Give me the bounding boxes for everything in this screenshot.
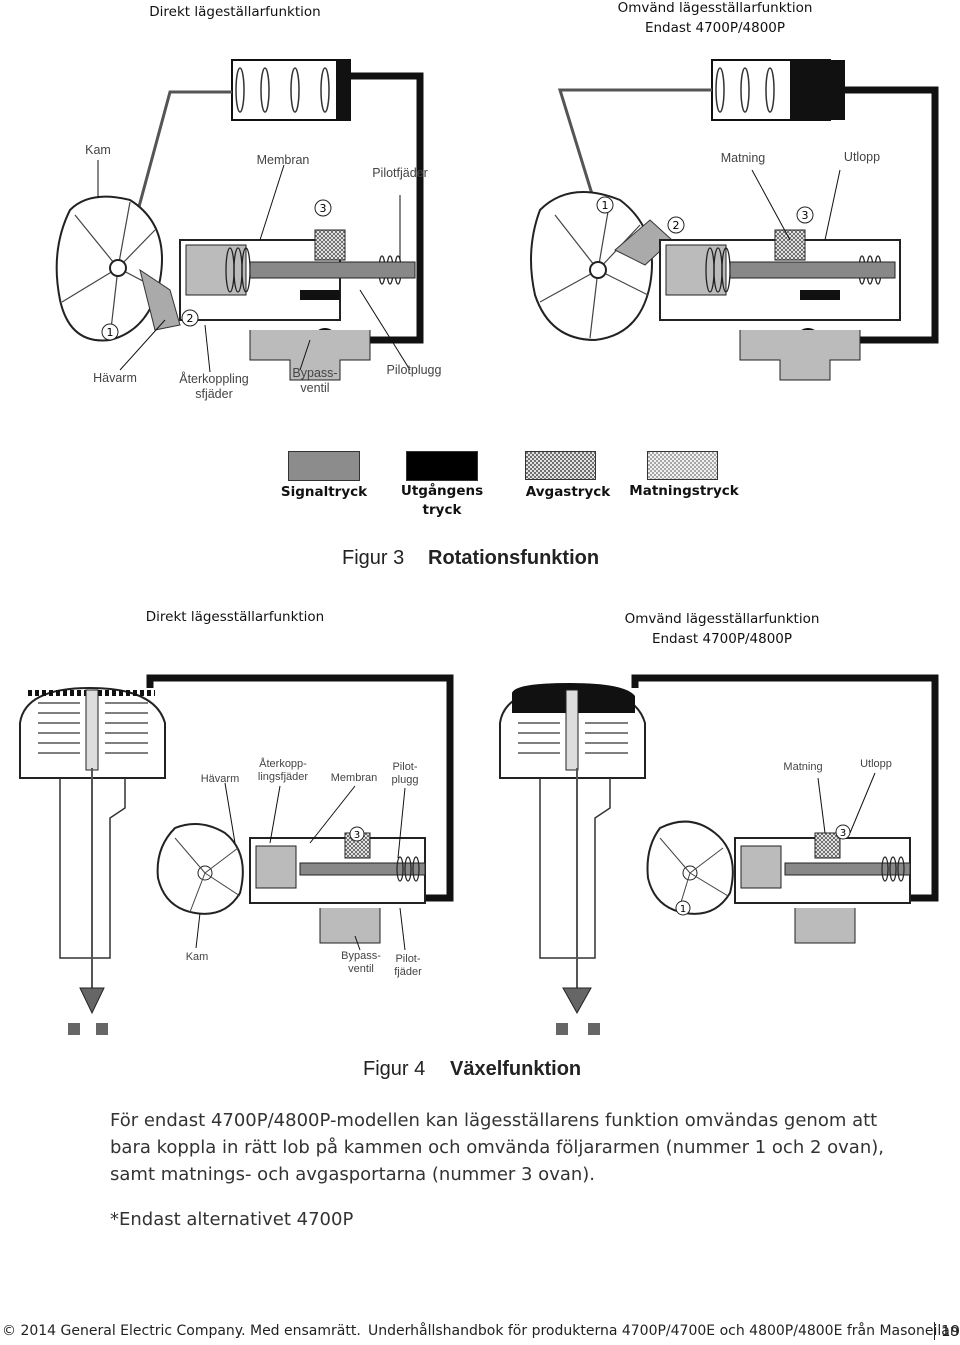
right-spring-end	[790, 60, 845, 120]
svg-text:2: 2	[187, 312, 194, 325]
fig3-label-havarm: Hävarm	[93, 371, 137, 385]
fig4-label-pilotfjader: Pilot- fjäder	[388, 953, 428, 979]
fig4-label-bypass: Bypass- ventil	[336, 950, 386, 976]
footer-divider	[934, 1322, 935, 1340]
footer-page-number: 19	[941, 1322, 960, 1340]
fig4-label-aterkopp: Återkopp- lingsfjäder	[250, 758, 316, 784]
fig3-right-header-line1: Omvänd lägesställarfunktion	[617, 0, 813, 16]
svg-text:3: 3	[320, 202, 327, 215]
legend-label-signal: Signaltryck	[280, 484, 368, 500]
fig4-diagram: 3 3 1	[19, 674, 939, 1035]
body-paragraph-line2: bara koppla in rätt lob på kammen och om…	[110, 1137, 884, 1158]
legend-swatch-supply	[647, 451, 718, 480]
fig4-label-aterkopp-l2: lingsfjäder	[257, 771, 309, 783]
svg-text:1: 1	[602, 199, 609, 212]
right4-cam	[646, 820, 734, 915]
legend-swatch-signal	[288, 451, 360, 481]
body-paragraph: För endast 4700P/4800P-modellen kan läge…	[110, 1107, 940, 1188]
body-paragraph-line3: samt matnings- och avgasportarna (nummer…	[110, 1164, 596, 1185]
fig4-label-kam: Kam	[185, 951, 209, 963]
fig4-label-bypass-l2: ventil	[348, 963, 374, 975]
svg-text:3: 3	[802, 209, 809, 222]
right-output-line	[820, 86, 939, 344]
fig3-caption-number: Figur 3	[342, 547, 405, 569]
body-note: *Endast alternativet 4700P	[110, 1209, 354, 1230]
svg-text:1: 1	[680, 904, 686, 915]
left-cam	[55, 195, 181, 342]
fig4-caption-title: Växelfunktion	[450, 1058, 582, 1080]
fig3-label-pilotplugg: Pilotplugg	[386, 363, 442, 377]
fig4-label-havarm: Hävarm	[200, 773, 240, 785]
fig3-right-header: Omvänd lägesställarfunktion Endast 4700P…	[590, 0, 840, 38]
fig3-label-aterkoppling: Återkoppling sfjäder	[168, 372, 260, 402]
right-actuator	[499, 683, 646, 1035]
svg-text:1: 1	[107, 326, 114, 339]
legend-swatch-output	[406, 451, 478, 481]
svg-text:2: 2	[673, 219, 680, 232]
fig4-right-header: Omvänd lägesställarfunktion Endast 4700P…	[597, 609, 847, 649]
num-circle	[314, 199, 332, 217]
fig3-right-header-line2: Endast 4700P/4800P	[644, 20, 786, 36]
fig3-label-bypass-l1: Bypass-	[292, 366, 338, 380]
fig4-label-pilotfjader-l2: fjäder	[394, 966, 422, 978]
footer-copyright: © 2014 General Electric Company. Med ens…	[2, 1323, 361, 1339]
left4-cam	[156, 823, 244, 915]
fig4-label-pilotplugg-l2: plugg	[391, 774, 419, 786]
fig4-label-pilotplugg: Pilot- plugg	[384, 761, 426, 787]
legend-label-output: Utgångens tryck	[392, 482, 492, 520]
fig4-right-header-line1: Omvänd lägesställarfunktion	[624, 611, 820, 627]
fig3-label-aterkoppling-l2: sfjäder	[195, 387, 233, 401]
fig3-label-matning: Matning	[720, 151, 766, 165]
fig3-label-kam: Kam	[85, 143, 111, 157]
fig4-label-membran: Membran	[330, 772, 378, 784]
fig4-label-pilotplugg-l1: Pilot-	[392, 761, 418, 773]
legend-label-exhaust: Avgastryck	[525, 484, 611, 500]
fig4-left-header: Direkt lägesställarfunktion	[145, 609, 325, 625]
fig3-diagram: 3 2 1 1 2 3	[55, 59, 939, 381]
body-paragraph-line1: För endast 4700P/4800P-modellen kan läge…	[110, 1110, 878, 1131]
svg-text:3: 3	[354, 830, 360, 841]
fig3-label-pilotfjader: Pilotfjäder	[372, 166, 428, 180]
fig3-label-aterkoppling-l1: Återkoppling	[179, 372, 249, 386]
legend-label-output-l1: Utgångens	[400, 483, 484, 499]
fig3-caption-title: Rotationsfunktion	[428, 547, 600, 569]
fig3-left-header: Direkt lägeställarfunktion	[149, 4, 321, 20]
legend-label-output-l2: tryck	[422, 502, 462, 518]
fig3-label-bypass: Bypass- ventil	[288, 366, 342, 396]
fig4-caption-number: Figur 4	[363, 1058, 426, 1080]
right-cam	[530, 191, 673, 342]
fig4-label-utlopp: Utlopp	[860, 758, 892, 770]
fig4-right-header-line2: Endast 4700P/4800P	[651, 631, 793, 647]
fig4-label-aterkopp-l1: Återkopp-	[259, 758, 307, 770]
svg-text:3: 3	[840, 828, 846, 839]
fig3-label-bypass-l2: ventil	[300, 381, 330, 395]
footer-manual: Underhållshandbok för produkterna 4700P/…	[368, 1323, 959, 1339]
fig4-label-matning: Matning	[783, 761, 823, 773]
fig4-label-bypass-l1: Bypass-	[341, 950, 381, 962]
fig3-label-utlopp: Utlopp	[843, 150, 881, 164]
left-actuator	[19, 686, 166, 1035]
fig4-label-pilotfjader-l1: Pilot-	[395, 953, 421, 965]
legend-swatch-exhaust	[525, 451, 596, 480]
fig3-label-membran: Membran	[256, 153, 310, 167]
left-output-line	[332, 72, 424, 344]
legend-label-supply: Matningstryck	[629, 483, 739, 499]
left-spring-end	[336, 60, 350, 120]
